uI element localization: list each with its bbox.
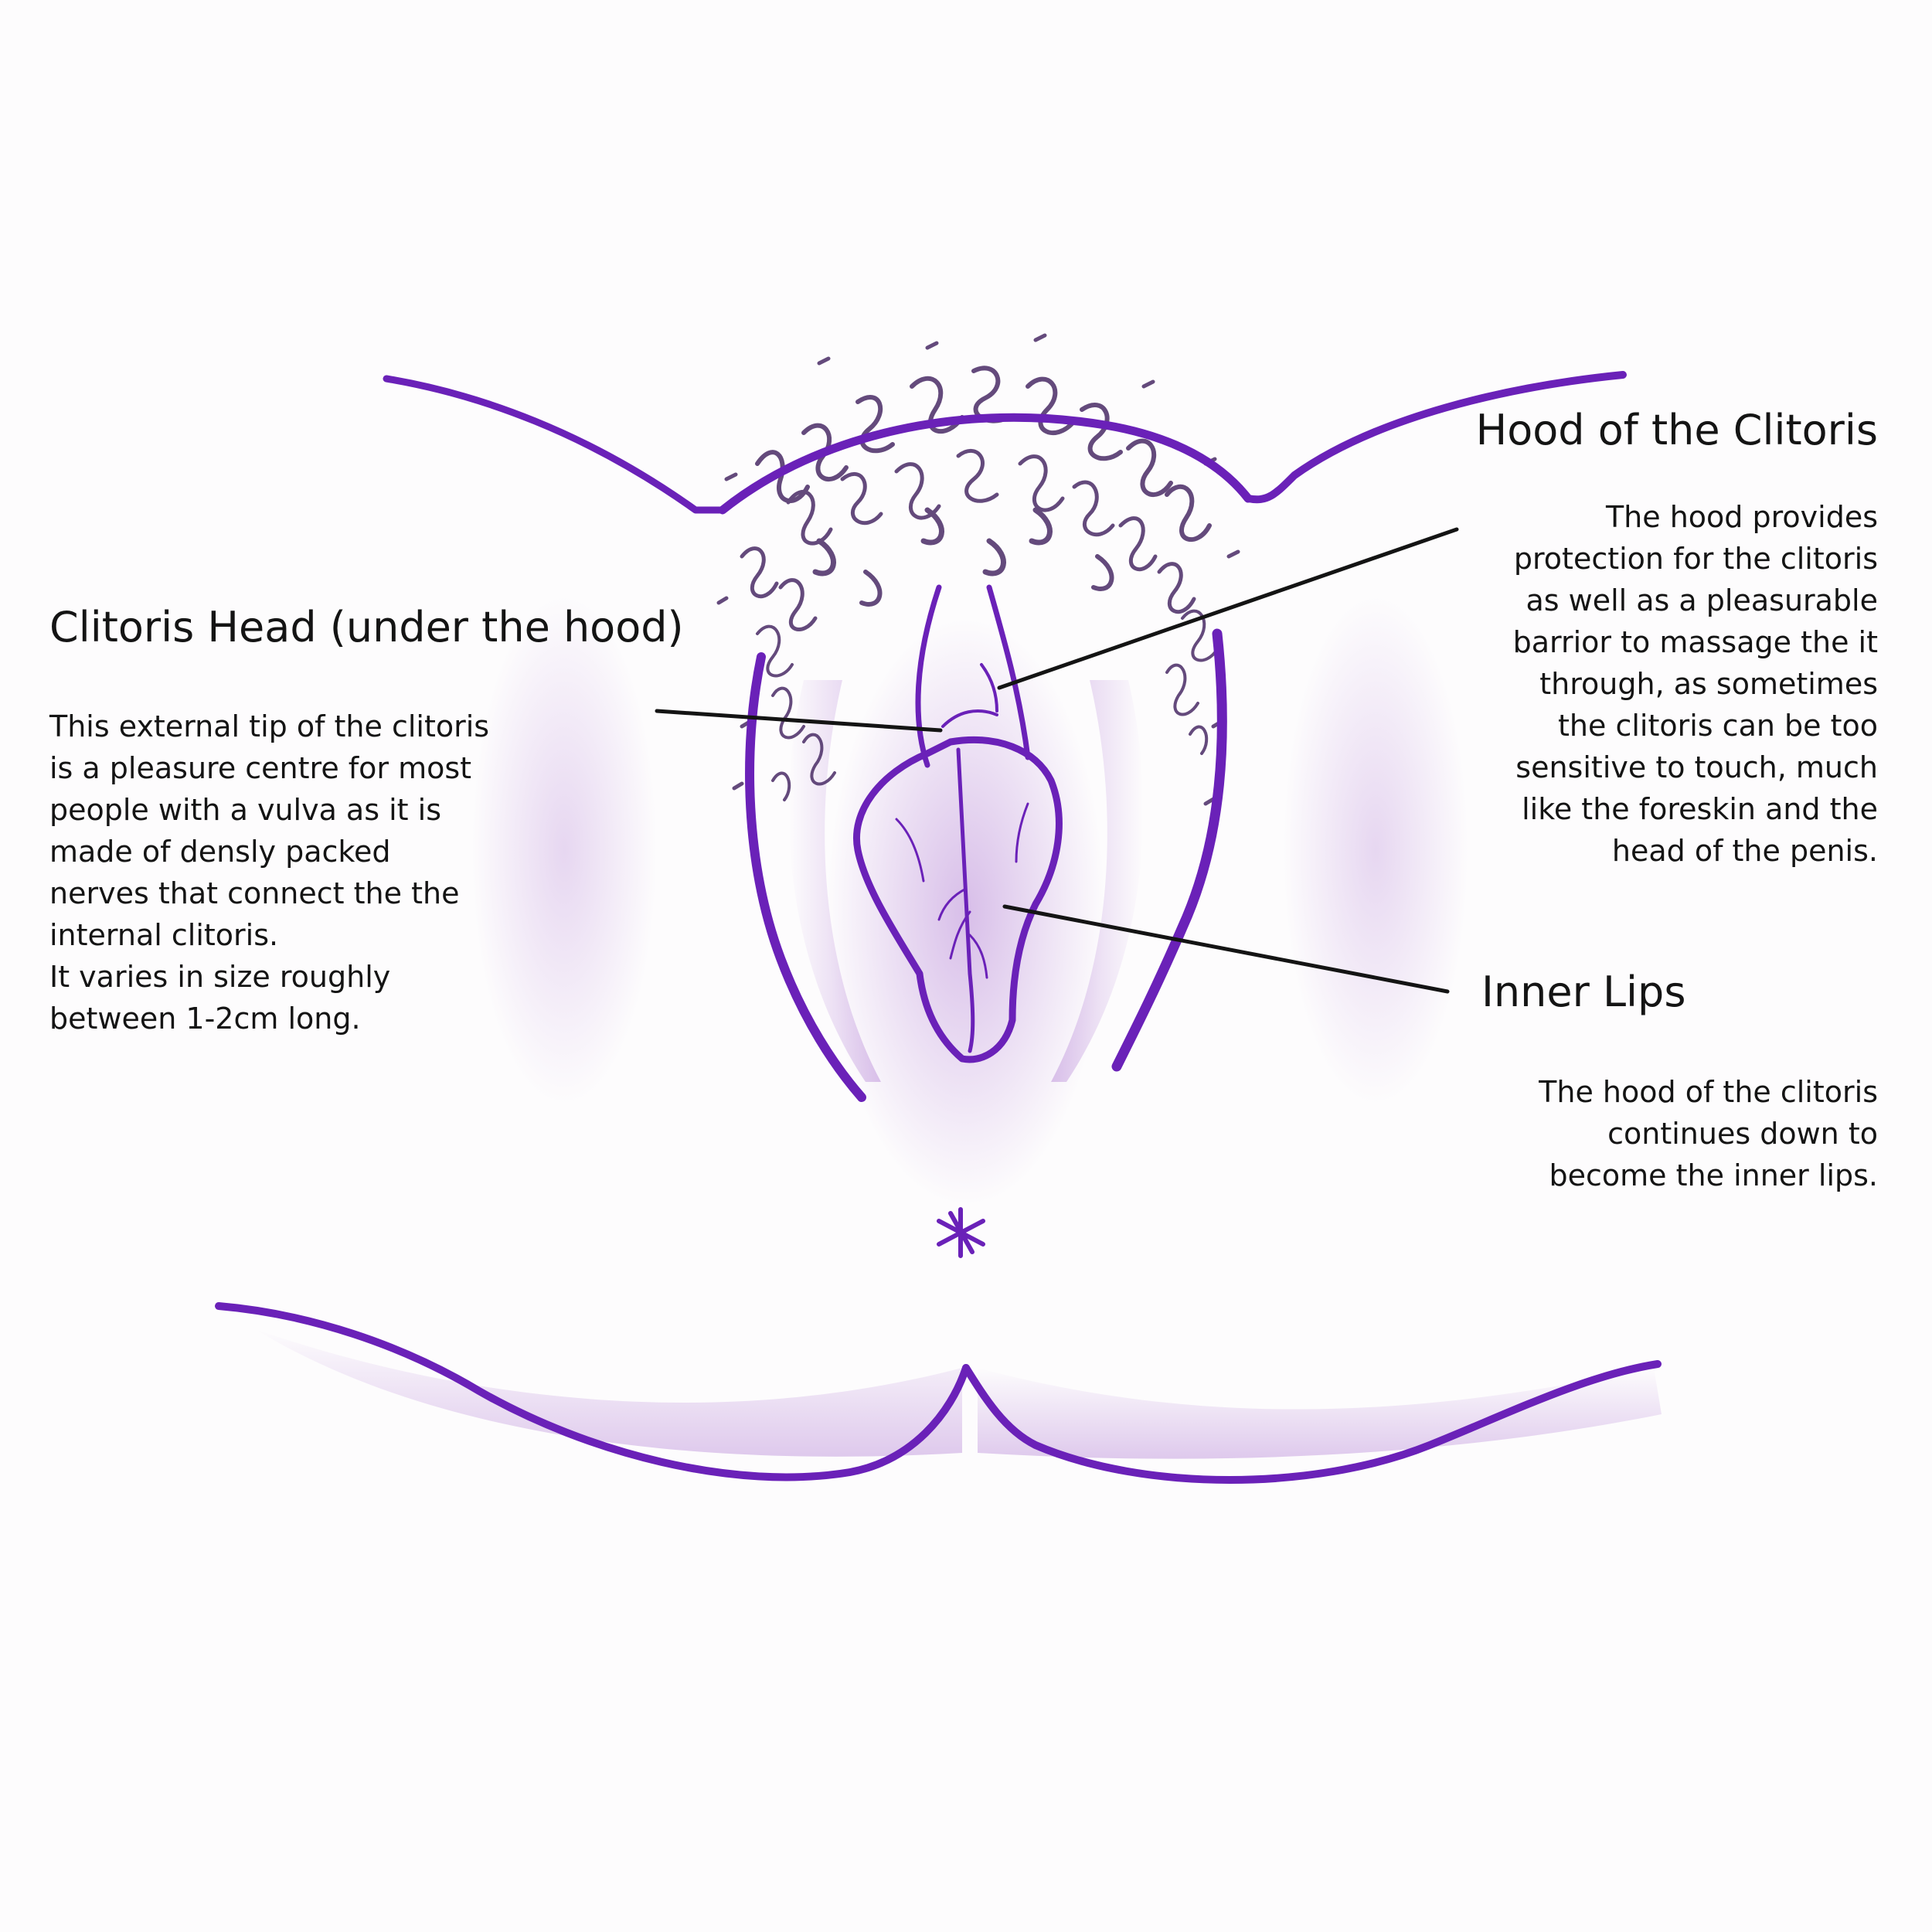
hood-description: The hood provides protection for the cli… — [1476, 496, 1878, 872]
description-line: This external tip of the clitoris — [49, 709, 490, 743]
description-line: The hood of the clitoris — [1539, 1075, 1878, 1109]
hood-right — [986, 584, 1031, 760]
clitoris-head-title: Clitoris Head (under the hood) — [49, 603, 684, 651]
description-line: internal clitoris. — [49, 917, 279, 952]
outer-labia-right — [1111, 628, 1227, 1072]
inner-lips-description: The hood of the clitoris continues down … — [1539, 1071, 1878, 1196]
anus-mark — [937, 1207, 985, 1258]
label-inner-lips: Inner Lips — [1481, 968, 1685, 1018]
description-line: the clitoris can be too — [1558, 708, 1878, 743]
buttock-left — [215, 1302, 970, 1481]
leader-line-clitoris-head — [655, 709, 943, 733]
description-line: between 1-2cm long. — [49, 1001, 361, 1036]
description-line: become the inner lips. — [1549, 1158, 1878, 1192]
label-clitoris-head: Clitoris Head (under the hood) This exte… — [49, 603, 684, 1039]
description-line: barrior to massage the it — [1512, 624, 1878, 659]
upper-right-outline — [1244, 371, 1627, 504]
description-line: like the foreskin and the — [1522, 791, 1878, 826]
description-line: sensitive to touch, much — [1515, 750, 1878, 784]
description-line: through, as sometimes — [1539, 666, 1878, 701]
hood-left — [915, 584, 942, 768]
description-line: nerves that connect the the — [49, 876, 460, 910]
leader-lines — [655, 527, 1459, 994]
label-inner-lips-body: The hood of the clitoris continues down … — [1539, 1071, 1878, 1196]
label-hood: Hood of the Clitoris The hood provides p… — [1476, 406, 1878, 872]
body-outlines — [215, 371, 1662, 1484]
outer-labia-left — [745, 652, 866, 1102]
inner-lips-outline — [853, 736, 1063, 1063]
description-line: protection for the clitoris — [1513, 541, 1878, 576]
leader-line-inner-lips — [1002, 904, 1450, 994]
mound-outline — [718, 413, 1253, 515]
inner-lips-title: Inner Lips — [1481, 968, 1686, 1016]
buttock-right — [962, 1360, 1662, 1484]
description-line: It varies in size roughly — [49, 959, 391, 994]
description-line: people with a vulva as it is — [49, 792, 441, 827]
description-line: continues down to — [1607, 1117, 1878, 1151]
description-line: head of the penis. — [1611, 833, 1878, 868]
leader-line-hood — [997, 527, 1459, 690]
hood-title: Hood of the Clitoris — [1475, 406, 1878, 454]
description-line: made of densly packed — [49, 834, 391, 869]
clitoris-head-description: This external tip of the clitoris is a p… — [49, 706, 684, 1039]
description-line: is a pleasure centre for most — [49, 750, 472, 785]
description-line: as well as a pleasurable — [1526, 583, 1878, 617]
upper-left-outline — [383, 375, 726, 514]
description-line: The hood provides — [1605, 499, 1878, 534]
pubic-hair — [716, 333, 1240, 806]
